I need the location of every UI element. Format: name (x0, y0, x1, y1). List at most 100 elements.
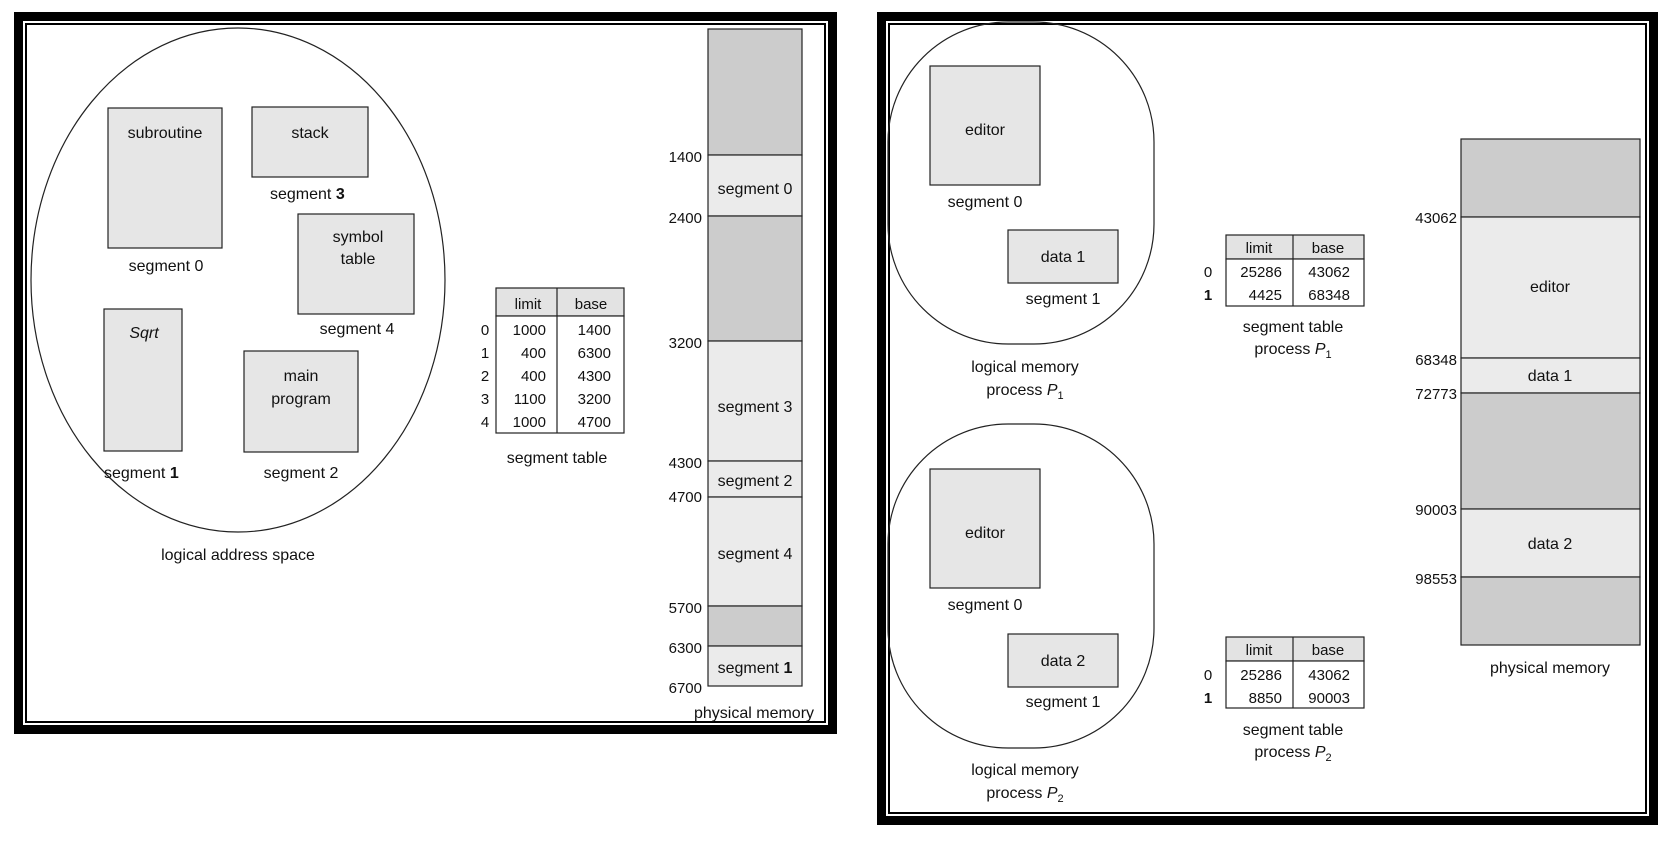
svg-text:base: base (1312, 642, 1345, 659)
mem-segment-1 (707, 645, 803, 687)
svg-text:limit: limit (1246, 240, 1273, 257)
address-label: 4300 (669, 455, 702, 472)
physical-memory-left: segment 0 segment 3 segment 2 segment 4 … (669, 28, 814, 722)
symbol-table-segment: symbol table (297, 213, 415, 315)
svg-text:1000: 1000 (513, 322, 546, 339)
sqrt-segment: Sqrt (103, 308, 183, 452)
svg-text:process P1: process P1 (986, 382, 1063, 402)
svg-text:editor: editor (965, 525, 1006, 542)
address-label: 6300 (669, 640, 702, 657)
svg-text:25286: 25286 (1240, 667, 1282, 684)
p1-editor-segment: editor (929, 65, 1041, 186)
symbol-label: symbol (333, 229, 384, 246)
svg-text:1400: 1400 (578, 322, 611, 339)
svg-text:editor: editor (965, 122, 1006, 139)
svg-text:data 2: data 2 (1528, 536, 1573, 553)
table-row: 3 1100 3200 (481, 391, 611, 408)
svg-text:1000: 1000 (513, 414, 546, 431)
svg-text:43062: 43062 (1308, 667, 1350, 684)
table-label: table (341, 251, 376, 268)
svg-text:data 1: data 1 (1041, 249, 1086, 266)
svg-text:4300: 4300 (578, 368, 611, 385)
svg-text:1100: 1100 (514, 391, 546, 408)
svg-text:data 1: data 1 (1528, 368, 1573, 385)
physical-memory-caption-right: physical memory (1490, 660, 1610, 677)
p2-segment-0-label: segment 0 (948, 597, 1023, 614)
segment-1-label: segment 1 (104, 465, 179, 482)
address-label: 6700 (669, 680, 702, 697)
svg-text:segment table: segment table (1243, 722, 1344, 739)
stack-label: stack (291, 125, 329, 142)
svg-text:segment 3: segment 3 (718, 399, 793, 416)
right-panel: editor segment 0 data 1 segment 1 logica… (877, 12, 1658, 825)
svg-text:process P1: process P1 (1254, 341, 1331, 361)
svg-text:data 2: data 2 (1041, 653, 1086, 670)
svg-text:segment 0: segment 0 (718, 181, 793, 198)
svg-text:limit: limit (1246, 642, 1273, 659)
program-label: program (271, 391, 331, 408)
segment-0-label: segment 0 (129, 258, 204, 275)
svg-text:6300: 6300 (578, 345, 611, 362)
address-label: 72773 (1415, 386, 1457, 403)
physical-memory-caption: physical memory (694, 705, 814, 722)
svg-text:segment table: segment table (1243, 319, 1344, 336)
table-row: 1 400 6300 (481, 345, 611, 362)
svg-text:25286: 25286 (1240, 264, 1282, 281)
svg-text:segment 4: segment 4 (718, 546, 793, 563)
svg-text:4: 4 (481, 414, 489, 431)
svg-text:400: 400 (521, 345, 546, 362)
subroutine-segment: subroutine (107, 107, 223, 249)
svg-text:base: base (1312, 240, 1345, 257)
mem-segment-2 (707, 460, 803, 498)
mem-data-1 (1460, 357, 1641, 394)
address-label: 98553 (1415, 571, 1457, 588)
svg-text:process P2: process P2 (986, 785, 1063, 805)
p2-editor-segment: editor (929, 468, 1041, 589)
address-label: 2400 (669, 210, 702, 227)
physical-memory-right: editor data 1 data 2 43062 68348 72773 9… (1415, 138, 1641, 677)
p1-segment-1-label: segment 1 (1026, 291, 1101, 308)
table-header-base: base (575, 296, 608, 313)
p1-segment-0-label: segment 0 (948, 194, 1023, 211)
svg-text:4700: 4700 (578, 414, 611, 431)
main-program-segment: main program (243, 350, 359, 453)
segment-4-label: segment 4 (320, 321, 395, 338)
svg-text:68348: 68348 (1308, 287, 1350, 304)
left-panel: subroutine stack symbol table Sqrt main … (14, 12, 837, 734)
table-row: 0 25286 43062 (1204, 264, 1350, 281)
address-label: 4700 (669, 489, 702, 506)
svg-text:1: 1 (1204, 690, 1212, 707)
svg-text:400: 400 (521, 368, 546, 385)
segment-2-label: segment 2 (264, 465, 339, 482)
svg-text:1: 1 (481, 345, 489, 362)
mem-data-2 (1460, 508, 1641, 578)
svg-text:editor: editor (1530, 279, 1571, 296)
svg-text:8850: 8850 (1249, 690, 1282, 707)
svg-text:4425: 4425 (1249, 287, 1282, 304)
svg-text:2: 2 (481, 368, 489, 385)
p1-data-segment: data 1 (1007, 229, 1119, 284)
p2-segment-table: limit base 0 25286 43062 1 8850 90003 se… (1204, 636, 1365, 764)
svg-text:0: 0 (1204, 264, 1212, 281)
svg-text:43062: 43062 (1308, 264, 1350, 281)
svg-text:90003: 90003 (1308, 690, 1350, 707)
main-label: main (284, 368, 319, 385)
svg-text:segment 1: segment 1 (718, 660, 793, 677)
svg-text:3200: 3200 (578, 391, 611, 408)
table-row: 1 8850 90003 (1204, 690, 1350, 707)
p2-data-segment: data 2 (1007, 633, 1119, 688)
mem-segment-4 (707, 496, 803, 607)
table-row: 1 4425 68348 (1204, 287, 1350, 304)
mem-editor (1460, 216, 1641, 359)
table-row: 2 400 4300 (481, 368, 611, 385)
sqrt-label: Sqrt (129, 325, 159, 342)
p2-caption: logical memory (971, 762, 1079, 779)
address-label: 3200 (669, 335, 702, 352)
p1-segment-table: limit base 0 25286 43062 1 4425 68348 se… (1204, 234, 1365, 361)
address-label: 68348 (1415, 352, 1457, 369)
stack-segment: stack (251, 106, 369, 178)
mem-segment-0 (707, 154, 803, 217)
table-row: 4 1000 4700 (481, 414, 611, 431)
p1-logical-memory-outline (887, 21, 1155, 345)
